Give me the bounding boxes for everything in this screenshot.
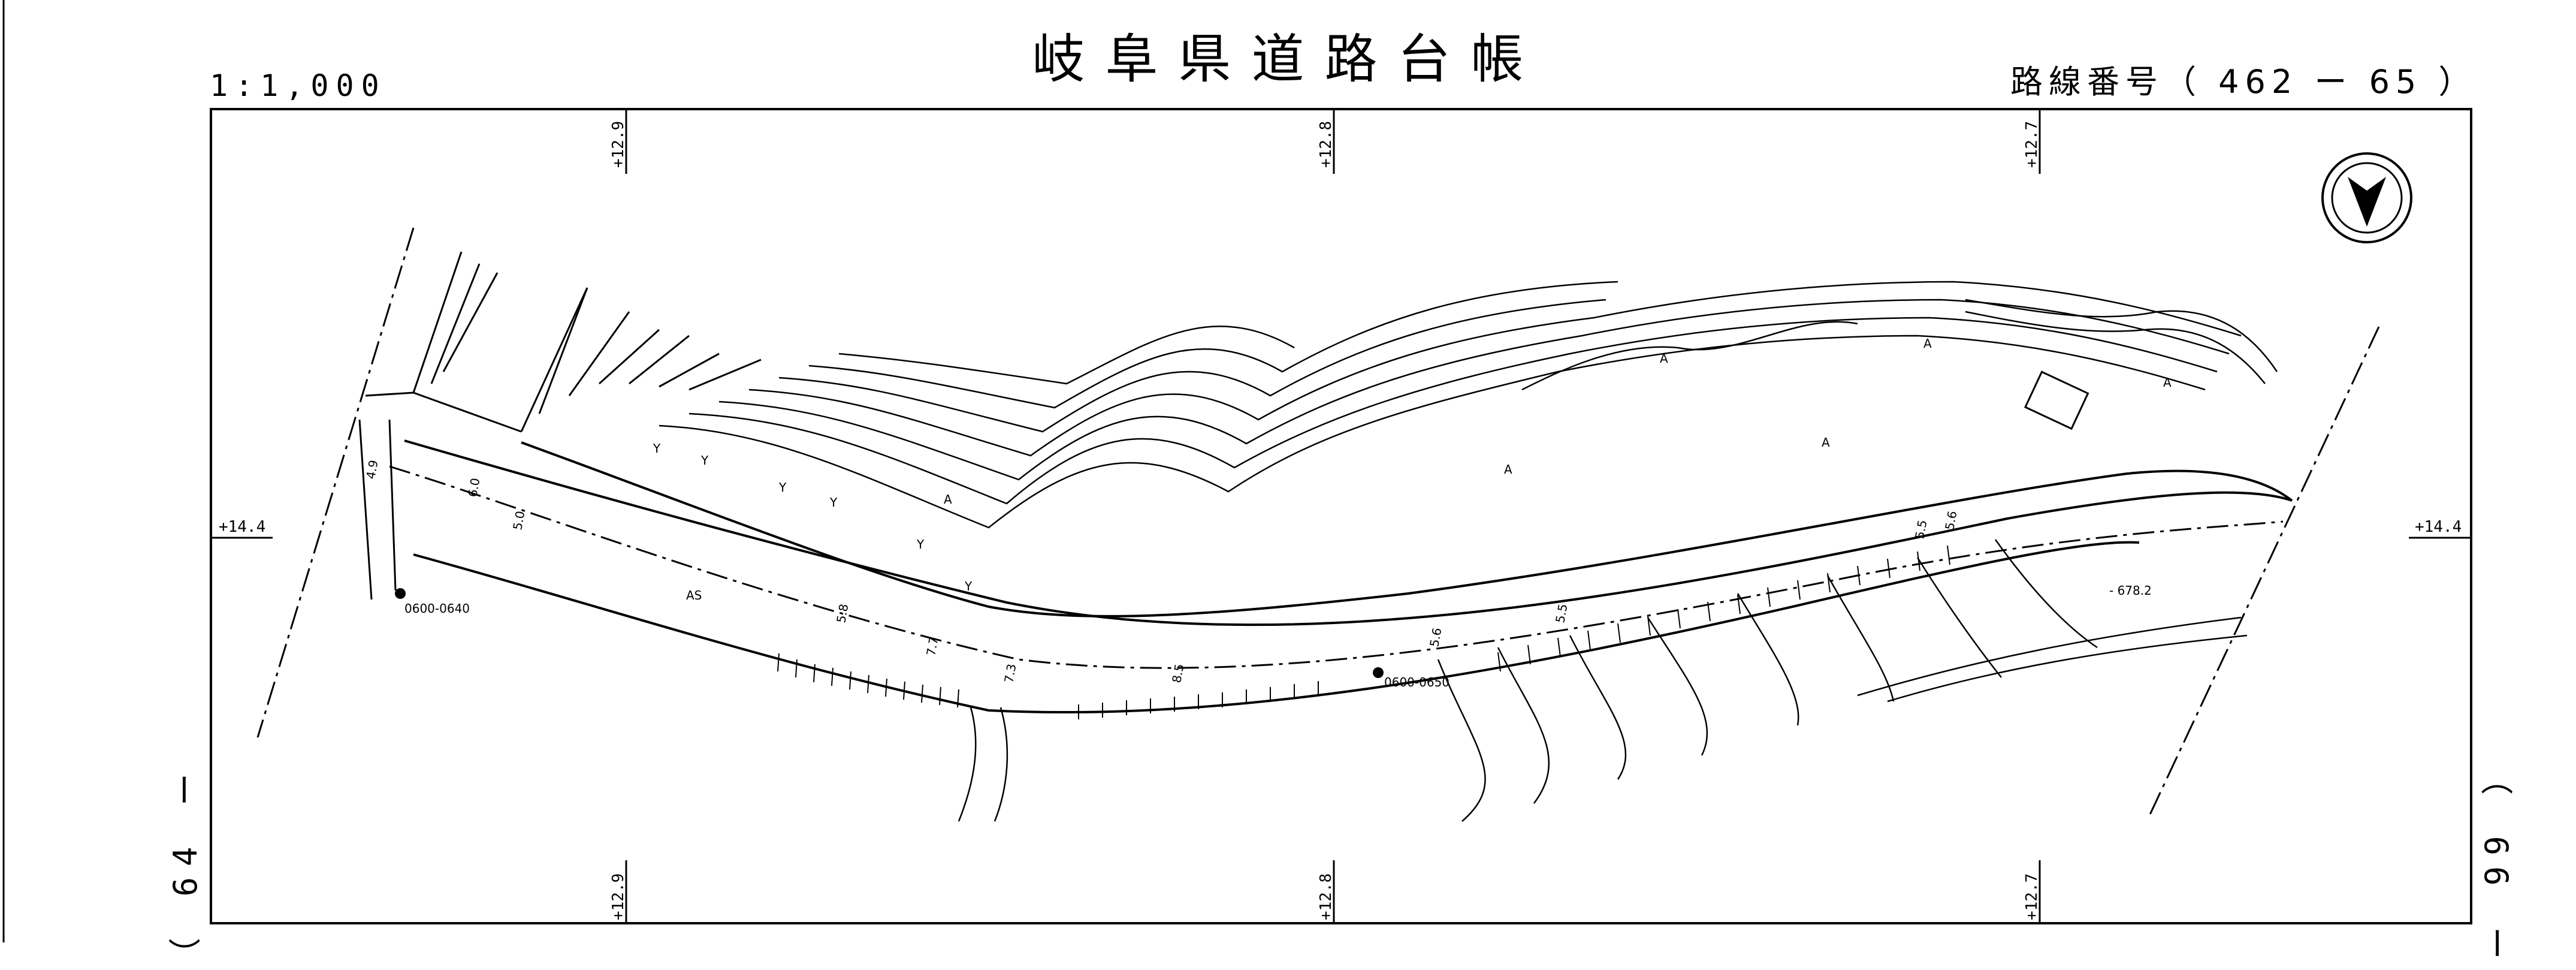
wasteland-symbol-5: A (1923, 336, 1932, 351)
grid-ticks (211, 109, 2471, 923)
road-map-drawing: +12.9 +12.8 +12.7 +12.9 +12.8 +12.7 +14.… (2, 0, 2472, 942)
orchard-symbol-2: Y (700, 453, 709, 468)
bottom-tick-label-3: +12.7 (2023, 873, 2041, 920)
top-tick-label-1: +12.9 (609, 121, 627, 168)
width-label-6: 7.3 (1001, 662, 1019, 683)
width-label-5: 7.7 (923, 635, 941, 656)
map-frame (210, 108, 2472, 924)
wasteland-symbol-2: A (1504, 462, 1512, 477)
point-label-left: 0600-0640 (404, 601, 470, 616)
scale-label: 1:1,000 (210, 68, 386, 103)
spot-elevation: - 678.2 (2109, 583, 2152, 598)
width-label-3: 5.0 (510, 510, 527, 531)
wasteland-symbol-1: A (944, 492, 952, 507)
wasteland-symbol-4: A (1822, 435, 1830, 450)
route-number-label: 路線番号（ 462 ー 65 ） (2010, 63, 2477, 101)
width-label-7: 8.5 (1169, 662, 1186, 683)
contour-lines-lower (958, 539, 2248, 822)
point-label-right: 0600-0650 (1384, 675, 1449, 689)
embankment-hatching (777, 545, 1950, 719)
left-tick-label: +14.4 (219, 518, 265, 536)
orchard-symbol-1: Y (653, 441, 661, 456)
orchard-symbol-3: Y (778, 480, 787, 495)
width-label-1: 4.9 (363, 459, 380, 480)
width-label-9: 5.5 (1553, 603, 1570, 623)
top-tick-label-3: +12.7 (2023, 121, 2041, 168)
width-label-8: 5.6 (1427, 626, 1444, 647)
width-label-2: 6.0 (465, 477, 482, 498)
orchard-symbol-6: Y (964, 579, 973, 594)
width-label-11: 5.6 (1942, 510, 1959, 531)
road-edges (404, 439, 2293, 626)
wasteland-symbol-6: A (2163, 375, 2172, 390)
survey-mark-right (1373, 667, 1384, 678)
building-hatch (412, 251, 762, 414)
road-lower-edge (413, 541, 2140, 714)
road-surface-label: AS (686, 588, 702, 603)
bottom-tick-label-1: +12.9 (609, 873, 627, 920)
width-label-10: 5.5 (1912, 519, 1929, 540)
road-centerline (389, 465, 2284, 669)
width-label-4: 5.8 (833, 603, 851, 623)
structure-box (2024, 370, 2089, 430)
side-road (358, 287, 588, 600)
contour-lines-upper (659, 281, 2278, 529)
sheet-boundaries (256, 227, 2380, 819)
orchard-symbol-5: Y (916, 537, 925, 552)
orchard-symbol-4: Y (829, 495, 838, 510)
sheet-title: 岐阜県道路台帳 (1032, 28, 1544, 90)
survey-mark-left (395, 588, 406, 599)
right-tick-label: +14.4 (2415, 518, 2462, 536)
bottom-tick-label-2: +12.8 (1317, 873, 1335, 920)
top-tick-label-2: +12.8 (1317, 121, 1335, 168)
north-arrow-icon (2321, 152, 2412, 243)
wasteland-symbol-3: A (1660, 351, 1668, 366)
